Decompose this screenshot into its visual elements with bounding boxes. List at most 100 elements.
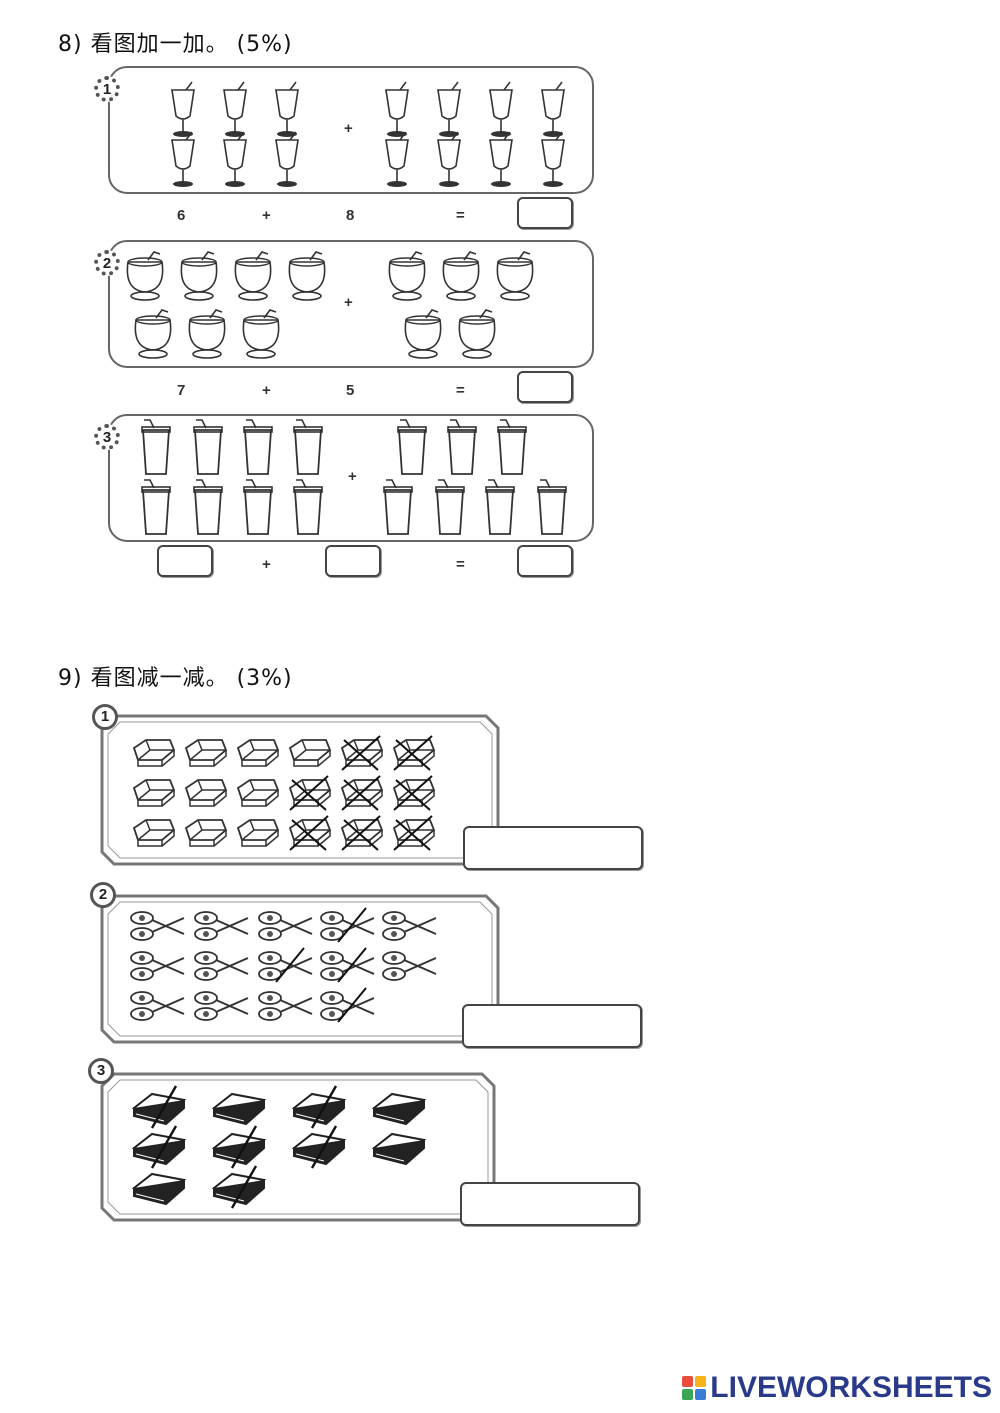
eraser-icon xyxy=(236,739,280,767)
q8-1-plus: + xyxy=(262,207,271,224)
eraser-icon xyxy=(184,819,228,847)
goblet-icon xyxy=(223,81,247,137)
eraser-icon xyxy=(236,779,280,807)
q8-1-answer-box[interactable] xyxy=(517,197,573,229)
goblet-icon xyxy=(489,131,513,187)
cup-icon xyxy=(293,479,323,535)
glass-icon xyxy=(288,251,326,301)
goblet-icon xyxy=(385,81,409,137)
scissors-icon xyxy=(194,951,249,981)
scissors-icon xyxy=(382,951,437,981)
q8-2-equals: = xyxy=(456,382,465,399)
eraser-crossed-icon xyxy=(288,815,332,851)
goblet-icon xyxy=(171,81,195,137)
goblet-icon xyxy=(541,81,565,137)
scissors-icon xyxy=(258,991,313,1021)
q9-badge-1: 1 xyxy=(92,704,118,730)
scissors-icon xyxy=(258,911,313,941)
goblet-icon xyxy=(437,81,461,137)
q9-problem-2 xyxy=(100,894,500,1044)
book-crossed-icon xyxy=(131,1125,187,1169)
q8-2-addend-a: 7 xyxy=(177,382,186,399)
q8-2-answer-box[interactable] xyxy=(517,371,573,403)
book-crossed-icon xyxy=(131,1085,187,1129)
goblet-icon xyxy=(275,81,299,137)
plus-sign: + xyxy=(344,294,353,311)
cup-icon xyxy=(243,419,273,475)
cup-icon xyxy=(397,419,427,475)
eraser-crossed-icon xyxy=(340,735,384,771)
cup-icon xyxy=(243,479,273,535)
scissors-crossed-icon xyxy=(320,987,375,1023)
cup-icon xyxy=(447,419,477,475)
glass-icon xyxy=(180,251,218,301)
book-crossed-icon xyxy=(211,1165,267,1209)
goblet-icon xyxy=(437,131,461,187)
cup-icon xyxy=(435,479,465,535)
logo-tiles-icon xyxy=(682,1376,707,1400)
goblet-icon xyxy=(541,131,565,187)
q8-2-plus: + xyxy=(262,382,271,399)
glass-icon xyxy=(496,251,534,301)
glass-icon xyxy=(404,309,442,359)
q8-3-equals: = xyxy=(456,556,465,573)
eraser-crossed-icon xyxy=(340,815,384,851)
q9-2-answer-box[interactable] xyxy=(462,1004,642,1048)
eraser-icon xyxy=(184,739,228,767)
q8-3-plus: + xyxy=(262,556,271,573)
cup-icon xyxy=(141,419,171,475)
question-9-title: 9) 看图减一减。 (3%) xyxy=(58,666,293,691)
q8-problem-2: + xyxy=(108,240,594,368)
book-icon xyxy=(211,1092,267,1126)
q8-badge-2: 2 xyxy=(94,250,120,276)
q8-problem-1: + xyxy=(108,66,594,194)
glass-icon xyxy=(458,309,496,359)
eraser-crossed-icon xyxy=(392,775,436,811)
scissors-crossed-icon xyxy=(258,947,313,983)
plus-sign: + xyxy=(348,468,357,485)
q8-1-addend-b: 8 xyxy=(346,207,355,224)
q9-3-answer-box[interactable] xyxy=(460,1182,640,1226)
eraser-icon xyxy=(132,739,176,767)
brand-name: LIVEWORKSHEETS xyxy=(710,1371,992,1404)
eraser-crossed-icon xyxy=(288,775,332,811)
q8-3-answer-box[interactable] xyxy=(517,545,573,577)
scissors-icon xyxy=(130,951,185,981)
q9-1-answer-box[interactable] xyxy=(463,826,643,870)
scissors-icon xyxy=(130,911,185,941)
book-icon xyxy=(371,1132,427,1166)
eraser-crossed-icon xyxy=(392,735,436,771)
q8-problem-3: + xyxy=(108,414,594,542)
scissors-crossed-icon xyxy=(320,947,375,983)
eraser-icon xyxy=(184,779,228,807)
book-crossed-icon xyxy=(211,1125,267,1169)
q8-2-addend-b: 5 xyxy=(346,382,355,399)
q8-panel-2-frame xyxy=(108,240,594,368)
glass-icon xyxy=(126,251,164,301)
scissors-icon xyxy=(194,911,249,941)
goblet-icon xyxy=(489,81,513,137)
eraser-icon xyxy=(236,819,280,847)
scissors-icon xyxy=(130,991,185,1021)
book-icon xyxy=(131,1172,187,1206)
q8-badge-1: 1 xyxy=(94,76,120,102)
q8-panel-1-frame xyxy=(108,66,594,194)
goblet-icon xyxy=(171,131,195,187)
liveworksheets-logo: LIVEWORKSHEETS xyxy=(682,1371,992,1405)
q8-panel-3-frame xyxy=(108,414,594,542)
cup-icon xyxy=(485,479,515,535)
cup-icon xyxy=(193,419,223,475)
cup-icon xyxy=(383,479,413,535)
q9-badge-2: 2 xyxy=(90,882,116,908)
q8-3-addend-b-box[interactable] xyxy=(325,545,381,577)
eraser-crossed-icon xyxy=(392,815,436,851)
glass-icon xyxy=(188,309,226,359)
cup-icon xyxy=(193,479,223,535)
glass-icon xyxy=(134,309,172,359)
q8-3-addend-a-box[interactable] xyxy=(157,545,213,577)
eraser-crossed-icon xyxy=(340,775,384,811)
scissors-icon xyxy=(382,911,437,941)
q8-1-addend-a: 6 xyxy=(177,207,186,224)
glass-icon xyxy=(388,251,426,301)
scissors-icon xyxy=(194,991,249,1021)
